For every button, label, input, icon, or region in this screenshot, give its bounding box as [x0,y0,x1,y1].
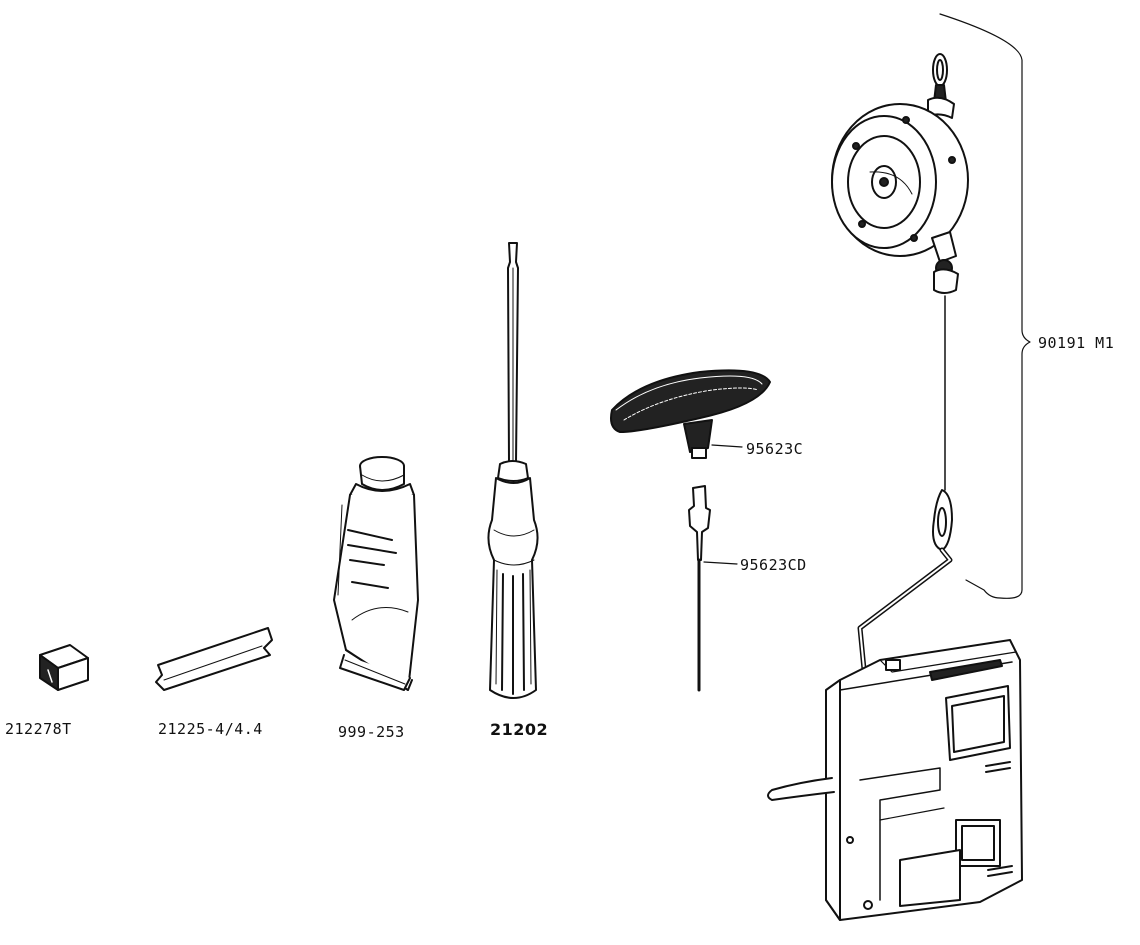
t-handle-icon [610,369,771,459]
gauge-strip-icon [155,627,273,691]
spring-balancer-icon [767,53,1023,921]
part-number-tube: 999-253 [338,723,405,741]
square-nut-icon [39,644,89,691]
part-number-screwdriver: 21202 [490,720,549,739]
part-number-gauge: 21225-4/4.4 [158,720,263,738]
part-number-nut: 212278T [5,720,72,738]
part-number-balancer: 90191 M1 [1038,334,1115,352]
bracket-line [939,13,1031,599]
grease-tube-icon [333,456,419,691]
hex-bit-icon [688,485,738,692]
screwdriver-icon [487,242,539,699]
part-number-t-handle: 95623C [746,440,804,458]
part-number-bit: 95623CD [740,556,807,574]
